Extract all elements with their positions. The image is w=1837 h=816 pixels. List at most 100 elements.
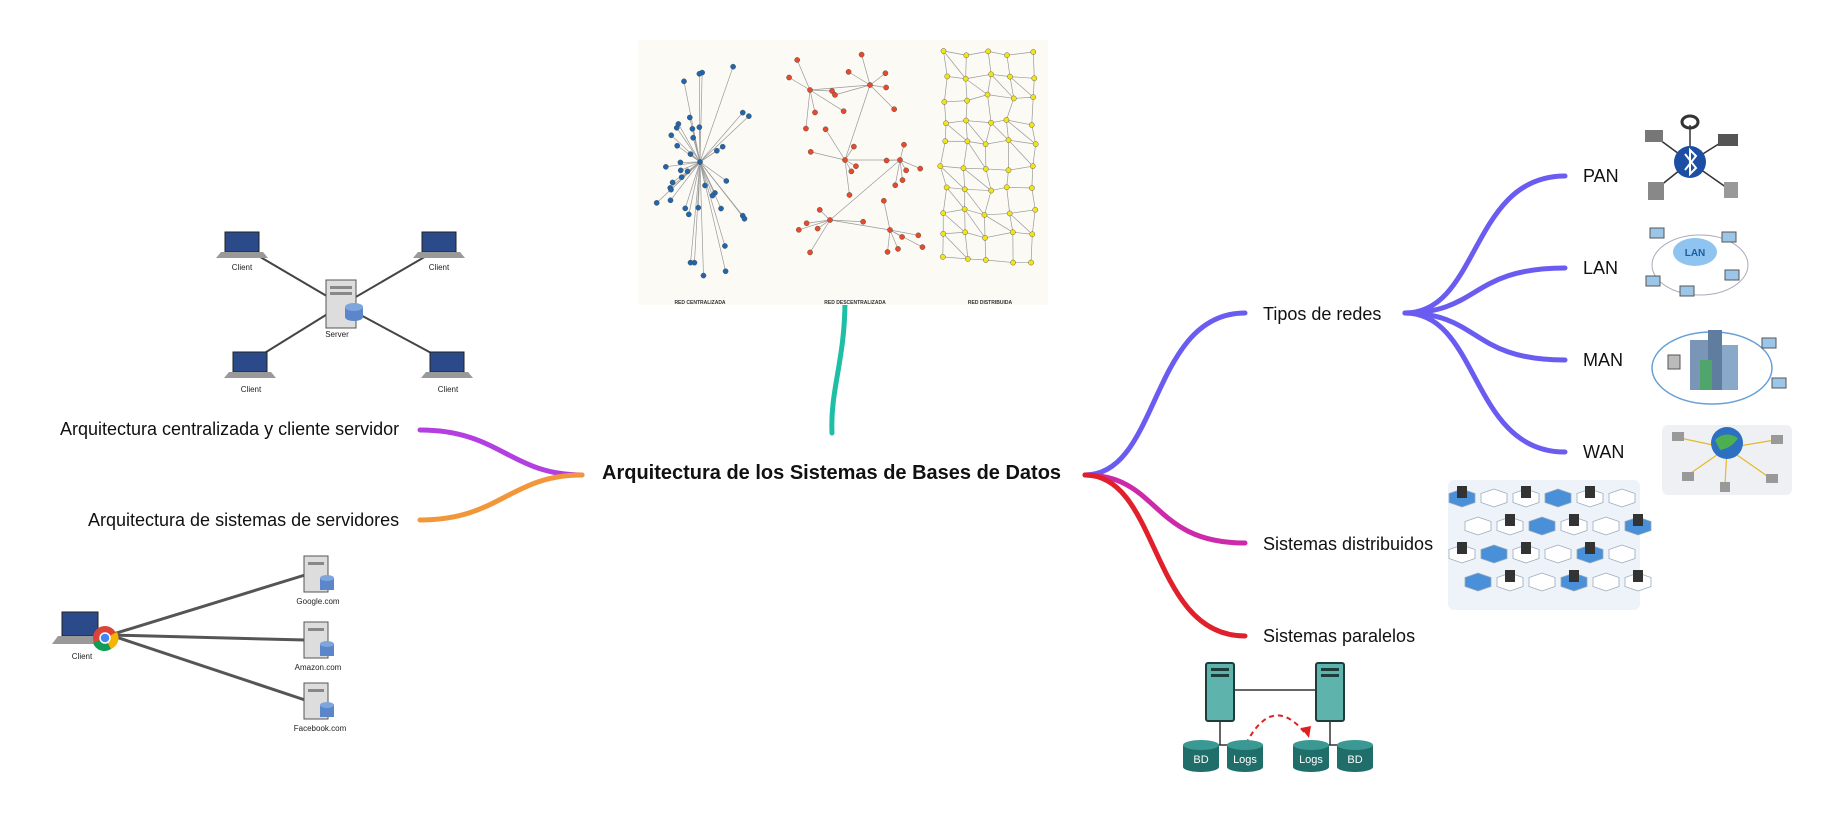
- network-link: [939, 141, 946, 167]
- computer-icon: [1521, 542, 1531, 554]
- branch-server-systems-architecture[interactable]: Arquitectura de sistemas de servidores: [88, 510, 400, 530]
- network-type-man[interactable]: MAN: [1583, 350, 1623, 370]
- network-node: [940, 48, 947, 54]
- network-node: [718, 205, 724, 212]
- network-link: [810, 151, 846, 161]
- network-node: [963, 117, 969, 124]
- network-node: [984, 91, 991, 98]
- network-node: [964, 97, 970, 104]
- branch-distributed-systems[interactable]: Sistemas distribuidos: [1263, 534, 1434, 554]
- branch-parallel-systems[interactable]: Sistemas paralelos: [1263, 626, 1416, 646]
- network-link: [688, 161, 701, 215]
- network-type-lan[interactable]: LAN: [1583, 258, 1619, 278]
- network-link: [1006, 119, 1009, 141]
- network-node: [883, 84, 889, 91]
- network-link: [699, 112, 744, 163]
- network-link: [988, 51, 1008, 56]
- network-node: [915, 232, 922, 239]
- network-node: [940, 230, 947, 237]
- network-node: [840, 108, 847, 114]
- branch-network-types[interactable]: Tipos de redes: [1263, 304, 1382, 324]
- network-node: [962, 75, 969, 82]
- network-node: [965, 256, 971, 262]
- network-node: [901, 141, 907, 148]
- network-node: [917, 165, 924, 172]
- branch-centralized-architecture[interactable]: Arquitectura centralizada y cliente serv…: [60, 419, 400, 439]
- network-node: [702, 182, 708, 189]
- network-node: [1032, 141, 1039, 147]
- network-node: [1030, 94, 1037, 100]
- network-link: [1006, 51, 1034, 56]
- network-link: [894, 159, 901, 186]
- network-node: [686, 211, 692, 218]
- network-link: [967, 258, 986, 261]
- network-node: [988, 71, 994, 78]
- network-node: [1031, 75, 1038, 82]
- hex-grid: [1448, 486, 1652, 592]
- network-link: [1006, 119, 1036, 145]
- network-link: [869, 84, 895, 110]
- network-link: [1009, 209, 1036, 214]
- client-label: Client: [241, 385, 262, 394]
- server-icon: [303, 555, 334, 593]
- hex-cell: [1608, 488, 1636, 508]
- connector-centralized: [417, 427, 585, 478]
- network-node: [851, 143, 857, 150]
- network-node: [677, 159, 684, 166]
- network-node: [964, 138, 971, 145]
- hex-cell: [1528, 516, 1556, 536]
- network-node: [668, 186, 674, 193]
- connector-tipos-redes: [1082, 310, 1248, 478]
- network-node: [883, 157, 890, 164]
- network-node: [653, 200, 660, 206]
- connector-server-systems: [417, 472, 585, 523]
- network-link: [991, 73, 1011, 77]
- network-node: [700, 272, 707, 279]
- network-link: [1006, 119, 1032, 126]
- network-node: [1005, 167, 1012, 174]
- network-node: [691, 259, 698, 266]
- network-link: [1009, 76, 1034, 98]
- network-node: [940, 210, 947, 216]
- network-link: [984, 231, 1013, 239]
- network-node: [1030, 49, 1037, 55]
- network-node: [1003, 184, 1010, 191]
- network-node: [723, 178, 730, 184]
- network-link: [699, 161, 722, 209]
- network-type-pan[interactable]: PAN: [1583, 166, 1619, 186]
- network-node: [669, 179, 676, 186]
- network-node: [853, 163, 859, 169]
- network-node: [919, 244, 926, 250]
- network-link: [1031, 97, 1034, 125]
- network-link: [965, 120, 968, 142]
- network-node: [982, 235, 988, 241]
- hex-cell: [1464, 516, 1492, 536]
- network-type-wan[interactable]: WAN: [1583, 442, 1625, 462]
- network-link: [945, 122, 968, 142]
- network-link: [965, 78, 968, 101]
- network-node: [846, 192, 853, 198]
- network-node: [961, 206, 968, 213]
- central-topic[interactable]: Arquitectura de los Sistemas de Bases de…: [602, 462, 1062, 484]
- network-node: [684, 168, 691, 175]
- network-link: [943, 50, 967, 56]
- network-link: [944, 100, 968, 103]
- network-link: [844, 84, 871, 161]
- hex-cell: [1480, 544, 1508, 564]
- network-node: [786, 74, 792, 81]
- network-link: [670, 161, 701, 201]
- network-node: [895, 246, 901, 252]
- network-node: [668, 132, 675, 139]
- network-link: [942, 256, 968, 260]
- database-icon: [1183, 740, 1219, 772]
- network-node: [746, 113, 752, 119]
- network-node: [1029, 231, 1036, 238]
- network-node: [848, 168, 855, 175]
- network-link: [965, 231, 986, 239]
- network-link: [1032, 78, 1035, 98]
- connector-man: [1402, 310, 1568, 363]
- network-node: [887, 227, 893, 233]
- client-label: Client: [232, 263, 253, 272]
- network-node: [1029, 185, 1035, 191]
- network-node: [675, 121, 682, 127]
